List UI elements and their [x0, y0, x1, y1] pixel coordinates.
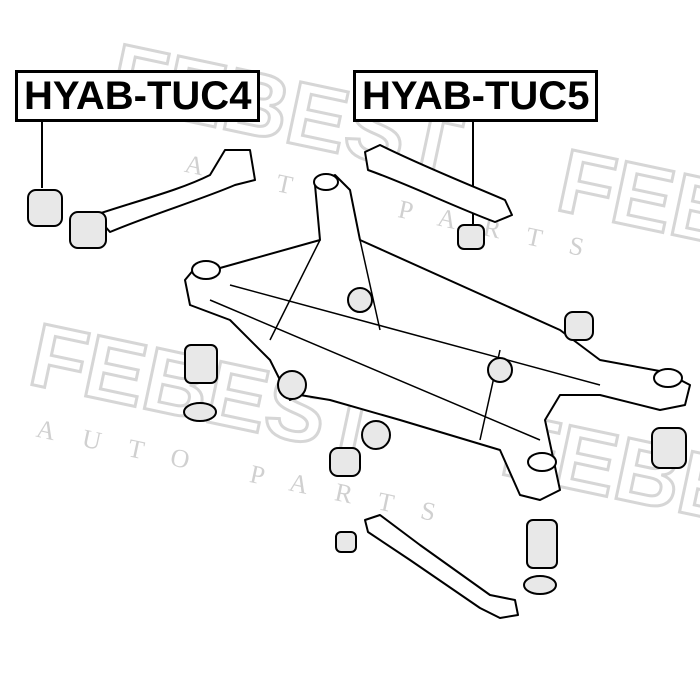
lower-link: [364, 514, 519, 619]
loose-parts: [183, 311, 687, 595]
upper-arm-right: [364, 144, 513, 250]
bushing-tuc4: [27, 189, 63, 227]
part-label-hyab-tuc5: HYAB-TUC5: [353, 70, 599, 122]
trailing-arm-left: [27, 149, 256, 249]
watermark-brand: FEBEST: [550, 131, 700, 303]
rear-subframe: [184, 173, 691, 501]
part-label-hyab-tuc4: HYAB-TUC4: [15, 70, 261, 122]
bushing-tuc4-installed: [69, 211, 107, 249]
bushing-tuc5: [457, 224, 485, 250]
